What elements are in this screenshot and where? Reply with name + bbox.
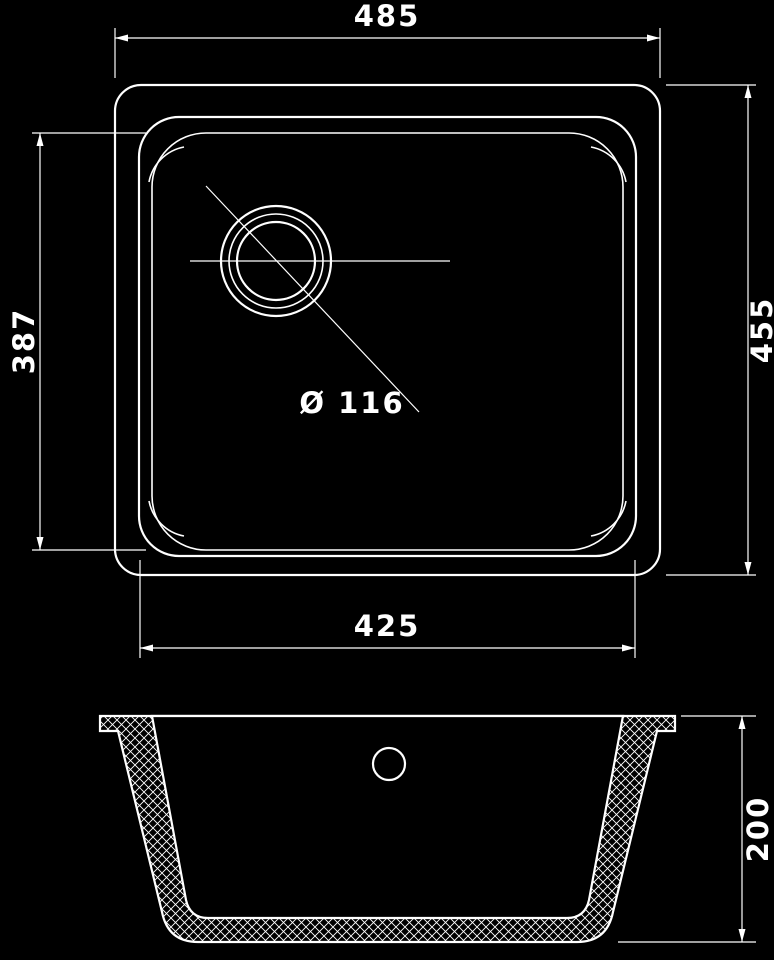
arrowhead-top	[36, 133, 44, 146]
arrowhead-top	[744, 85, 752, 98]
arrowhead-right	[622, 644, 635, 652]
corner-arc-bottom-right	[590, 500, 627, 537]
corner-arc-top-left	[148, 146, 185, 183]
dimension-overall-depth: 455	[666, 84, 774, 576]
arrowhead-left	[115, 34, 128, 42]
dimension-bowl-width: 425	[139, 560, 636, 658]
section-view: 200	[98, 714, 774, 944]
sink-outer-rim	[113, 83, 662, 577]
drain	[190, 185, 450, 413]
bowl-bottom-edge	[151, 132, 624, 551]
arrowhead-bottom	[744, 562, 752, 575]
bowl-top-edge	[137, 115, 638, 558]
dimension-section-height: 200	[618, 715, 774, 943]
arrowhead-bottom	[738, 929, 746, 942]
dimension-overall-width: 485	[114, 0, 661, 78]
corner-fillet-arcs	[148, 146, 627, 537]
dim-label-section-height: 200	[741, 796, 774, 863]
section-drain-hole	[371, 746, 407, 782]
dim-label-bowl-depth: 387	[7, 308, 41, 375]
corner-arc-bottom-left	[148, 500, 185, 537]
arrowhead-left	[140, 644, 153, 652]
dimension-bowl-depth: 387	[7, 132, 146, 551]
dim-label-overall-depth: 455	[745, 297, 774, 364]
dim-label-drain-diameter: Ø 116	[299, 386, 404, 420]
arrowhead-bottom	[36, 537, 44, 550]
drain-diameter-leader-line	[205, 185, 420, 413]
arrowhead-right	[647, 34, 660, 42]
arrowhead-top	[738, 716, 746, 729]
top-view: Ø 116 485 455	[7, 0, 774, 658]
section-bowl-cavity	[150, 714, 625, 920]
dim-label-bowl-width: 425	[354, 609, 421, 643]
dim-label-overall-width: 485	[354, 0, 421, 33]
corner-arc-top-right	[590, 146, 627, 183]
